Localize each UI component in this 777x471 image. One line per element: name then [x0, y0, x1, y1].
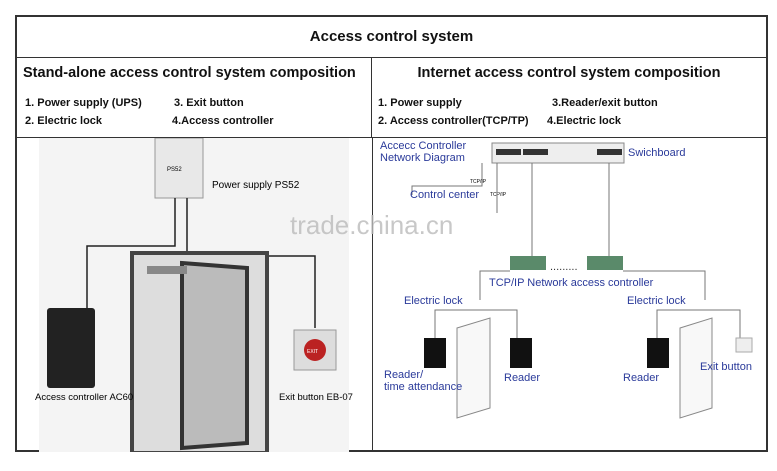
diagram-label: .........	[550, 261, 578, 273]
diagram-shape	[411, 163, 483, 195]
controller-label: Access controller AC60	[35, 392, 133, 403]
wire	[86, 198, 176, 308]
door	[180, 260, 249, 451]
list-item: 4.Electric lock	[547, 115, 621, 127]
diagram-shape	[523, 149, 548, 155]
diagram-shape	[434, 309, 518, 358]
access-control-table: Access control system Stand-alone access…	[15, 15, 768, 455]
diagram-shape	[623, 270, 706, 300]
electric-lock	[147, 266, 187, 274]
diagram-label: Electric lock	[404, 295, 463, 307]
diagram-label: Electric lock	[627, 295, 686, 307]
standalone-diagram: PS52 Power supply PS52 Access controller…	[17, 137, 373, 455]
diagram-shape	[496, 149, 521, 155]
diagram-label: EXIT	[307, 349, 318, 355]
exit-label: Exit button EB-07	[279, 392, 353, 403]
diagram-label: TCP/IP Network access controller	[489, 277, 654, 289]
exit-button-red	[304, 339, 326, 361]
diagram-label: Reader	[623, 372, 659, 384]
standalone-heading: Stand-alone access control system compos…	[23, 65, 356, 81]
list-item: 4.Access controller	[172, 115, 274, 127]
diagram-shape	[597, 149, 622, 155]
list-item: 2. Electric lock	[25, 115, 103, 127]
standalone-header: Stand-alone access control system compos…	[17, 57, 372, 138]
reader-device	[424, 338, 446, 368]
diagram-label: Accecc Controller	[380, 140, 467, 152]
diagram-label: TCP/IP	[470, 179, 487, 185]
door	[679, 317, 713, 419]
diagram-label: TCP/IP	[490, 192, 507, 198]
list-item: 3. Exit button	[174, 97, 244, 109]
controller-board	[587, 256, 623, 270]
diagram-label: Reader	[504, 372, 540, 384]
access-controller-device	[47, 308, 95, 388]
wire	[262, 255, 316, 328]
controller-board	[510, 256, 546, 270]
diagram-label: Exit button	[700, 361, 752, 373]
diagram-label: Network Diagram	[380, 152, 465, 164]
diagram-label: Swichboard	[628, 147, 685, 159]
table-title: Access control system	[17, 17, 766, 58]
internet-heading: Internet access control system compositi…	[417, 65, 721, 81]
power-supply-box	[154, 137, 204, 199]
diagram-label: Reader/	[384, 369, 424, 381]
list-item: 3.Reader/exit button	[552, 97, 658, 109]
exit-button-device	[735, 337, 753, 353]
reader-device	[510, 338, 532, 368]
diagram-shape	[479, 270, 510, 300]
diagram-label: time attendance	[384, 381, 462, 393]
watermark: trade.china.cn	[290, 210, 454, 240]
internet-diagram: Accecc Controller Network Diagram Swichb…	[372, 138, 766, 450]
reader-device	[647, 338, 669, 368]
internet-header: Internet access control system compositi…	[372, 57, 766, 138]
switchboard	[491, 142, 625, 164]
list-item: 1. Power supply (UPS)	[25, 97, 142, 109]
power-label: Power supply PS52	[212, 180, 300, 191]
list-item: 1. Power supply	[378, 97, 462, 109]
diagram-shape	[656, 309, 741, 358]
ps-badge: PS52	[167, 167, 182, 173]
list-item: 2. Access controller(TCP/TP)	[378, 115, 529, 127]
door	[456, 317, 491, 419]
diagram-label: Control center	[410, 189, 479, 201]
